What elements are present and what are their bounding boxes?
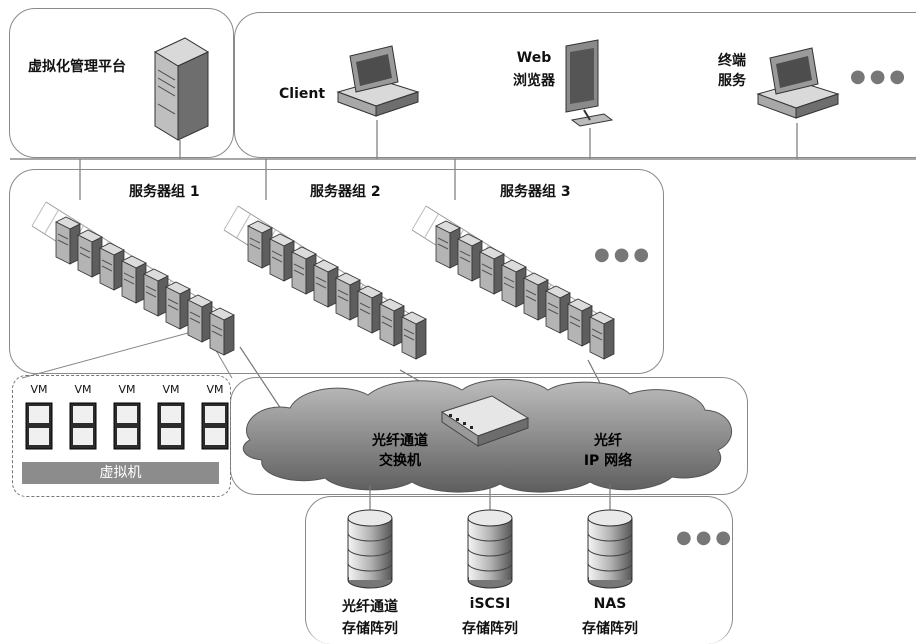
- server-groups-panel: [9, 169, 664, 374]
- mgmt-server-device: [153, 37, 210, 141]
- server-unit: [99, 242, 125, 291]
- server-unit: [143, 268, 169, 317]
- storage-cylinders: [347, 509, 633, 589]
- fc-switch-label-2: 交换机: [379, 453, 421, 469]
- vm-icon: [157, 402, 185, 450]
- server-unit: [121, 255, 147, 304]
- vm-icon: [25, 402, 53, 450]
- server-group-3-label: 服务器组 3: [500, 184, 571, 200]
- server-unit: [545, 285, 571, 334]
- server-group-1-rack: [31, 201, 235, 356]
- storage-nas-line2: 存储阵列: [582, 621, 638, 637]
- server-groups-more-dots: ●●●: [594, 244, 654, 265]
- terminal-label: 终端: [718, 53, 746, 69]
- storage-fc-line1: 光纤通道: [342, 599, 398, 615]
- vm-label-4: VM: [162, 383, 180, 396]
- server-unit: [313, 259, 339, 308]
- vm-icon: [201, 402, 229, 450]
- server-unit: [589, 311, 615, 360]
- mgmt-platform-label: 虚拟化管理平台: [28, 59, 126, 75]
- storage-iscsi-line2: 存储阵列: [462, 621, 518, 637]
- server-unit: [291, 246, 317, 295]
- clients-panel: [234, 12, 916, 158]
- server-unit: [379, 298, 405, 347]
- vm-icons: [25, 402, 229, 450]
- vm-panel: [12, 375, 231, 497]
- client-label: Client: [279, 86, 326, 102]
- server-unit: [567, 298, 593, 347]
- server-unit: [165, 281, 191, 330]
- server-unit: [269, 233, 295, 282]
- vm-label-1: VM: [30, 383, 48, 396]
- vm-label-5: VM: [206, 383, 224, 396]
- server-group-2-label: 服务器组 2: [310, 184, 381, 200]
- server-unit: [523, 272, 549, 321]
- virtual-machine-bar: 虚拟机: [22, 462, 219, 484]
- storage-more-dots: ●●●: [676, 527, 736, 548]
- server-unit: [187, 294, 213, 343]
- mgmt-panel: [9, 8, 234, 158]
- server-group-3-rack: [411, 205, 615, 360]
- server-unit: [55, 216, 81, 265]
- service-label: 服务: [718, 73, 746, 89]
- browser-label: 浏览器: [513, 73, 555, 89]
- ip-network-label-2: IP 网络: [583, 453, 633, 469]
- server-unit: [501, 259, 527, 308]
- clients-more-dots: ●●●: [850, 66, 910, 87]
- server-unit: [335, 272, 361, 321]
- storage-array-icon: [587, 509, 633, 589]
- top-connectors: [79, 120, 798, 200]
- storage-array-icon: [347, 509, 393, 589]
- server-unit: [77, 229, 103, 278]
- vm-label-3: VM: [118, 383, 136, 396]
- web-browser-device: [565, 39, 614, 127]
- server-unit: [401, 311, 427, 360]
- fc-switch-label-1: 光纤通道: [372, 433, 428, 449]
- server-group-1-label: 服务器组 1: [129, 184, 200, 200]
- storage-fc-line2: 存储阵列: [342, 621, 398, 637]
- storage-nas-line1: NAS: [593, 596, 627, 612]
- server-group-2-rack: [223, 205, 427, 360]
- ip-network-label-1: 光纤: [594, 433, 622, 449]
- storage-array-icon: [467, 509, 513, 589]
- vm-icon: [69, 402, 97, 450]
- vm-icon: [113, 402, 141, 450]
- server-unit: [457, 233, 483, 282]
- server-unit: [209, 307, 235, 356]
- terminal-computer-device: [756, 47, 840, 119]
- storage-panel: [305, 496, 733, 644]
- storage-iscsi-line1: iSCSI: [469, 596, 511, 612]
- web-label: Web: [516, 50, 552, 66]
- vm-label-2: VM: [74, 383, 92, 396]
- fc-switch-device: [440, 395, 530, 447]
- network-panel: [230, 377, 748, 495]
- server-unit: [247, 220, 273, 269]
- server-unit: [479, 246, 505, 295]
- client-computer-device: [336, 45, 420, 117]
